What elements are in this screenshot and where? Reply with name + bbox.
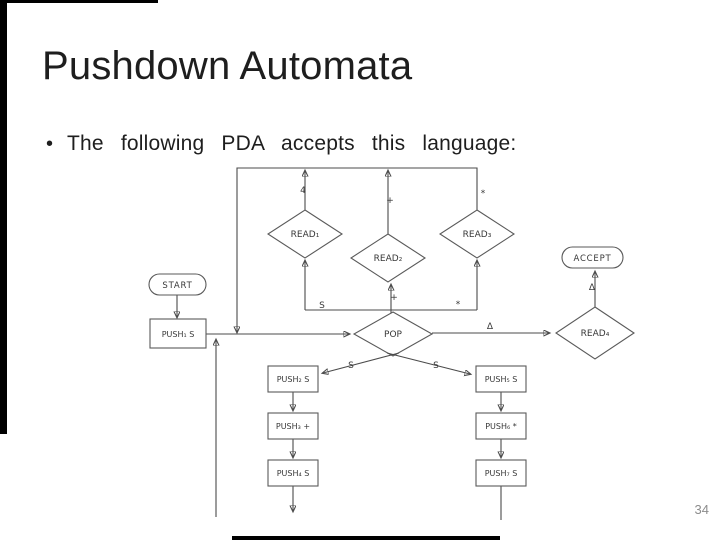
push6-label: PUSH₆ * (485, 422, 517, 431)
label-pop-s-push5: S (433, 361, 439, 371)
label-read3-loop: * (481, 189, 486, 199)
push3-node: PUSH₃ + (267, 412, 319, 440)
bottom-edge-strip (232, 536, 500, 540)
push4-node: PUSH₄ S (267, 459, 319, 487)
label-read2-loop: + (386, 196, 394, 206)
push2-node: PUSH₂ S (267, 365, 319, 393)
read4-node: READ₄ (555, 306, 635, 360)
label-pop-s-read1: S (319, 301, 325, 311)
push2-box (267, 365, 319, 393)
push4-box (267, 459, 319, 487)
bullet-text: The following PDA accepts this language: (67, 132, 517, 155)
pop-cross-edges (323, 352, 470, 374)
read3-node: READ₃ (438, 209, 516, 259)
pop-diamond (352, 311, 434, 357)
label-read1-loop: 4 (300, 186, 306, 196)
label-pop-blank-read4: Δ (487, 322, 494, 332)
accept-label: ACCEPT (573, 254, 611, 264)
accept-node: ACCEPT (561, 246, 624, 269)
push7-node: PUSH₇ S (475, 459, 527, 487)
read4-label: READ₄ (581, 329, 610, 339)
read3-label: READ₃ (463, 230, 492, 240)
read4-diamond (555, 306, 635, 360)
top-edge-bar (0, 0, 158, 3)
read1-diamond (266, 209, 344, 259)
push1-node: PUSH₁ S (149, 318, 207, 349)
push3-label: PUSH₃ + (276, 422, 310, 431)
label-pop-s-push2: S (348, 361, 354, 371)
read2-diamond (349, 233, 427, 283)
bullet-line: • The following PDA accepts this languag… (46, 131, 516, 157)
push7-box (475, 459, 527, 487)
push2-label: PUSH₂ S (277, 375, 310, 384)
label-pop-plus-read2: + (390, 293, 398, 303)
read2-node: READ₂ (349, 233, 427, 283)
edge-pop-to-push5 (386, 352, 470, 374)
label-read4-accept: Δ (589, 283, 596, 293)
bullet-glyph: • (46, 133, 54, 155)
read1-label: READ₁ (291, 230, 320, 240)
start-node: START (148, 273, 207, 296)
pop-label: POP (384, 330, 403, 340)
read2-label: READ₂ (374, 254, 403, 264)
flow-edges (177, 167, 595, 520)
slide-title: Pushdown Automata (42, 44, 413, 88)
read1-node: READ₁ (266, 209, 344, 259)
push1-box (149, 318, 207, 349)
pop-node: POP (352, 311, 434, 357)
push5-box (475, 365, 527, 393)
edge-labels: 4 + * S + * S S Δ Δ (300, 186, 596, 371)
label-pop-star-read3: * (456, 300, 461, 310)
push1-label: PUSH₁ S (162, 330, 195, 339)
left-edge-bar (0, 0, 7, 434)
push7-label: PUSH₇ S (485, 469, 518, 478)
push5-node: PUSH₅ S (475, 365, 527, 393)
push4-label: PUSH₄ S (277, 469, 310, 478)
read3-diamond (438, 209, 516, 259)
push5-label: PUSH₅ S (485, 375, 518, 384)
start-oval (148, 273, 207, 296)
edge-pop-to-push2 (323, 352, 400, 373)
accept-oval (561, 246, 624, 269)
edge-loopback-top (237, 167, 478, 332)
page-number: 34 (694, 502, 709, 517)
push3-box (267, 412, 319, 440)
push6-node: PUSH₆ * (475, 412, 527, 440)
push6-box (475, 412, 527, 440)
start-label: START (162, 281, 192, 291)
